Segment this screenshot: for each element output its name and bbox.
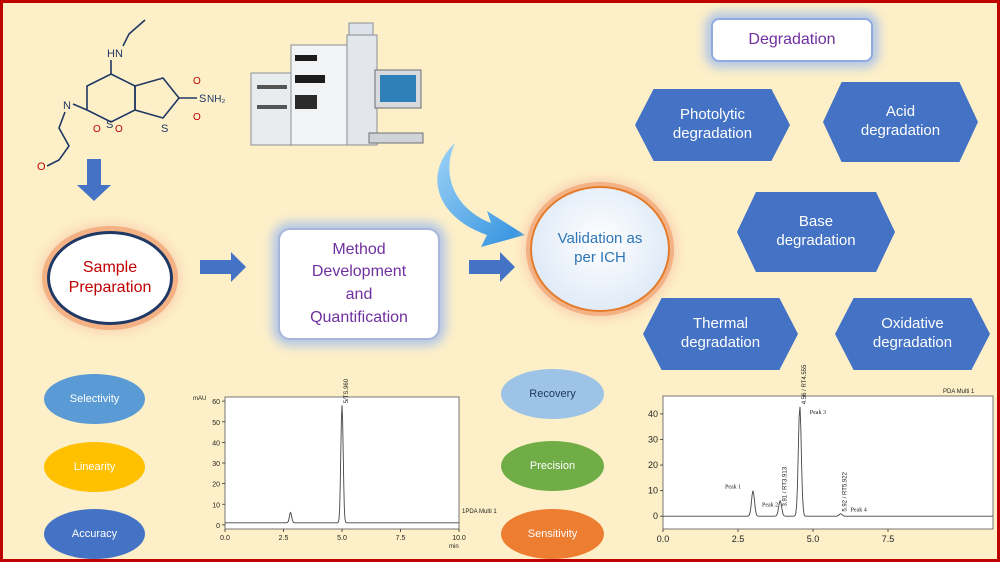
degradation-acid-label: Acid degradation xyxy=(860,103,941,139)
x-tick-label: 2.5 xyxy=(732,534,745,544)
thiophene-ring xyxy=(134,77,181,119)
x-tick-label: 10.0 xyxy=(452,535,466,542)
y-axis-label: mAU xyxy=(193,396,206,402)
oxygen-label-4: O xyxy=(115,124,123,135)
x-tick-label: 0.0 xyxy=(220,535,230,542)
oxygen-label-1: O xyxy=(193,76,201,87)
degradation-thermal: Thermal degradation xyxy=(643,298,798,370)
y-tick-label: 30 xyxy=(648,434,658,444)
degradation-base: Base degradation xyxy=(737,192,895,272)
degradation-thermal-label: Thermal degradation xyxy=(680,315,761,351)
validation-label: Validation as per ICH xyxy=(557,230,643,266)
chromatogram-trace xyxy=(225,405,459,524)
y-tick-label: 50 xyxy=(212,420,220,427)
molecule-structure: HN N S S S O O O O O NH₂ xyxy=(37,19,225,173)
hplc-instrument-image xyxy=(250,22,424,146)
y-tick-label: 10 xyxy=(212,502,220,509)
nh2-label: NH₂ xyxy=(207,94,225,105)
validation-node: Validation as per ICH xyxy=(530,186,670,312)
right-arrow-1 xyxy=(200,252,246,282)
x-axis-label: min xyxy=(449,544,459,550)
y-tick-label: 0 xyxy=(216,523,220,530)
param-recovery: Recovery xyxy=(501,369,604,419)
y-tick-label: 10 xyxy=(648,486,658,496)
method-development-label: Method Development and Quantification xyxy=(310,240,408,326)
plot-frame xyxy=(662,395,994,530)
peak-label: Peak 4 xyxy=(851,508,867,514)
param-linearity: Linearity xyxy=(44,442,145,492)
legend-label: PDA Multi 1 xyxy=(943,389,975,395)
degradation-oxidative: Oxidative degradation xyxy=(835,298,990,370)
y-tick-label: 0 xyxy=(653,511,658,521)
thiophene-s-label: S xyxy=(161,123,168,135)
param-accuracy-label: Accuracy xyxy=(71,528,118,540)
peak-label: 3.91 / RT3.913 xyxy=(782,466,788,506)
param-sensitivity: Sensitivity xyxy=(501,509,604,559)
x-tick-label: 2.5 xyxy=(279,535,289,542)
peak-label: Peak 2 xyxy=(762,503,778,509)
oxygen-label-3: O xyxy=(93,124,101,135)
degradation-title-box: Degradation xyxy=(711,18,873,62)
y-tick-label: 20 xyxy=(648,460,658,470)
param-recovery-label: Recovery xyxy=(529,388,576,400)
down-arrow xyxy=(77,159,111,201)
sulfonamide-s-label: S xyxy=(199,93,206,105)
y-tick-label: 60 xyxy=(212,399,220,406)
x-tick-label: 7.5 xyxy=(882,534,895,544)
peak-label: Peak 3 xyxy=(810,410,826,416)
peak-label: 5.92 / RT5.922 xyxy=(843,471,849,511)
degradation-photolytic: Photolytic degradation xyxy=(635,89,790,161)
right-arrow-2 xyxy=(469,252,515,282)
param-selectivity-label: Selectivity xyxy=(69,393,120,405)
amine-label: HN xyxy=(107,48,123,60)
param-selectivity: Selectivity xyxy=(44,374,145,424)
peak-label: 5/TS.960 xyxy=(344,378,350,403)
degradation-base-label: Base degradation xyxy=(776,213,856,249)
chromatogram-1: 0 10 20 30 40 50 60 0.0 2.5 5.0 7.5 10.0 5/TS.960 mAU… xyxy=(193,378,497,550)
x-tick-label: 7.5 xyxy=(396,535,406,542)
y-tick-label: 40 xyxy=(212,440,220,447)
x-tick-label: 0.0 xyxy=(657,534,670,544)
curved-arrow xyxy=(437,143,525,247)
method-development-node: Method Development and Quantification xyxy=(278,228,440,340)
chromatogram-trace xyxy=(663,406,993,517)
param-precision-label: Precision xyxy=(529,460,576,472)
arrows-layer xyxy=(77,143,525,282)
methoxypropyl-chain xyxy=(46,111,70,167)
degradation-acid: Acid degradation xyxy=(823,82,978,162)
sample-preparation-label: Sample Preparation xyxy=(68,259,152,296)
peak-label: Peak 1 xyxy=(725,485,741,491)
ethyl-bond xyxy=(122,19,146,47)
peak-label: 4.56 / RT4.555 xyxy=(802,364,808,404)
n-bond xyxy=(72,103,88,111)
ring-s-label: S xyxy=(106,119,113,131)
ring-n-label: N xyxy=(63,100,71,112)
param-linearity-label: Linearity xyxy=(73,461,116,473)
y-tick-label: 40 xyxy=(648,409,658,419)
y-tick-label: 30 xyxy=(212,461,220,468)
oxygen-label-2: O xyxy=(193,112,201,123)
chromatogram-2: 0 10 20 30 40 0.0 2.5 5.0 7.5 Peak 1 Peak 2 3.91 / … xyxy=(648,364,994,544)
methoxy-oxygen-label: O xyxy=(37,161,46,173)
degradation-photolytic-label: Photolytic degradation xyxy=(672,106,753,142)
param-precision: Precision xyxy=(501,441,604,491)
degradation-title: Degradation xyxy=(748,31,836,48)
y-tick-label: 20 xyxy=(212,482,220,489)
legend-label: 1PDA Multi 1 xyxy=(462,509,497,515)
param-sensitivity-label: Sensitivity xyxy=(527,528,578,540)
param-accuracy: Accuracy xyxy=(44,509,145,559)
x-tick-label: 5.0 xyxy=(337,535,347,542)
plot-frame xyxy=(224,396,460,530)
degradation-oxidative-label: Oxidative degradation xyxy=(872,315,953,351)
sample-preparation-node: Sample Preparation xyxy=(47,231,173,325)
x-tick-label: 5.0 xyxy=(807,534,820,544)
